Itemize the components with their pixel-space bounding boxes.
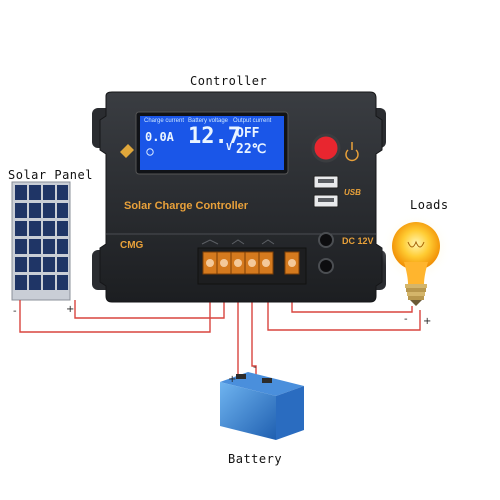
battery-plus-mark: + (228, 374, 237, 385)
lcd-charge-current-header: Charge current (144, 118, 185, 124)
load-plus-mark: + (423, 316, 432, 327)
lcd-temperature: 22℃ (236, 142, 267, 157)
panel-status-icon (120, 144, 134, 158)
battery (220, 372, 304, 440)
light-bulb (380, 212, 452, 306)
lcd-battery-voltage-header: Battery voltage (188, 118, 229, 124)
lcd-charge-current-value: 0.0A (145, 130, 174, 144)
panel-minus-mark: - (13, 306, 17, 317)
solar-panel-label: Solar Panel (8, 168, 93, 182)
solar-panel (11, 181, 71, 301)
controller-body (92, 91, 386, 303)
lcd-voltage-unit: V (226, 142, 233, 153)
brand-label: CMG (120, 240, 144, 251)
dc-jack-1[interactable] (318, 232, 334, 248)
lcd-voltage-value: 12.7 (188, 124, 241, 149)
lcd-output-state: OFF (236, 126, 260, 141)
battery-label: Battery (228, 452, 283, 466)
load-minus-mark: - (404, 314, 408, 325)
dc-jack-2[interactable] (318, 258, 334, 274)
usb-label: USB (344, 188, 361, 197)
lcd-output-current-header: Output current (233, 118, 272, 124)
controller-title: Controller (190, 74, 268, 88)
panel-plus-mark: + (66, 304, 75, 315)
battery-minus-mark: - (253, 362, 257, 373)
mode-button[interactable] (311, 133, 341, 163)
loads-label: Loads (410, 198, 449, 212)
power-icon (345, 149, 359, 162)
product-name: Solar Charge Controller (124, 200, 249, 212)
dc-voltage-label: DC 12V (342, 236, 374, 246)
